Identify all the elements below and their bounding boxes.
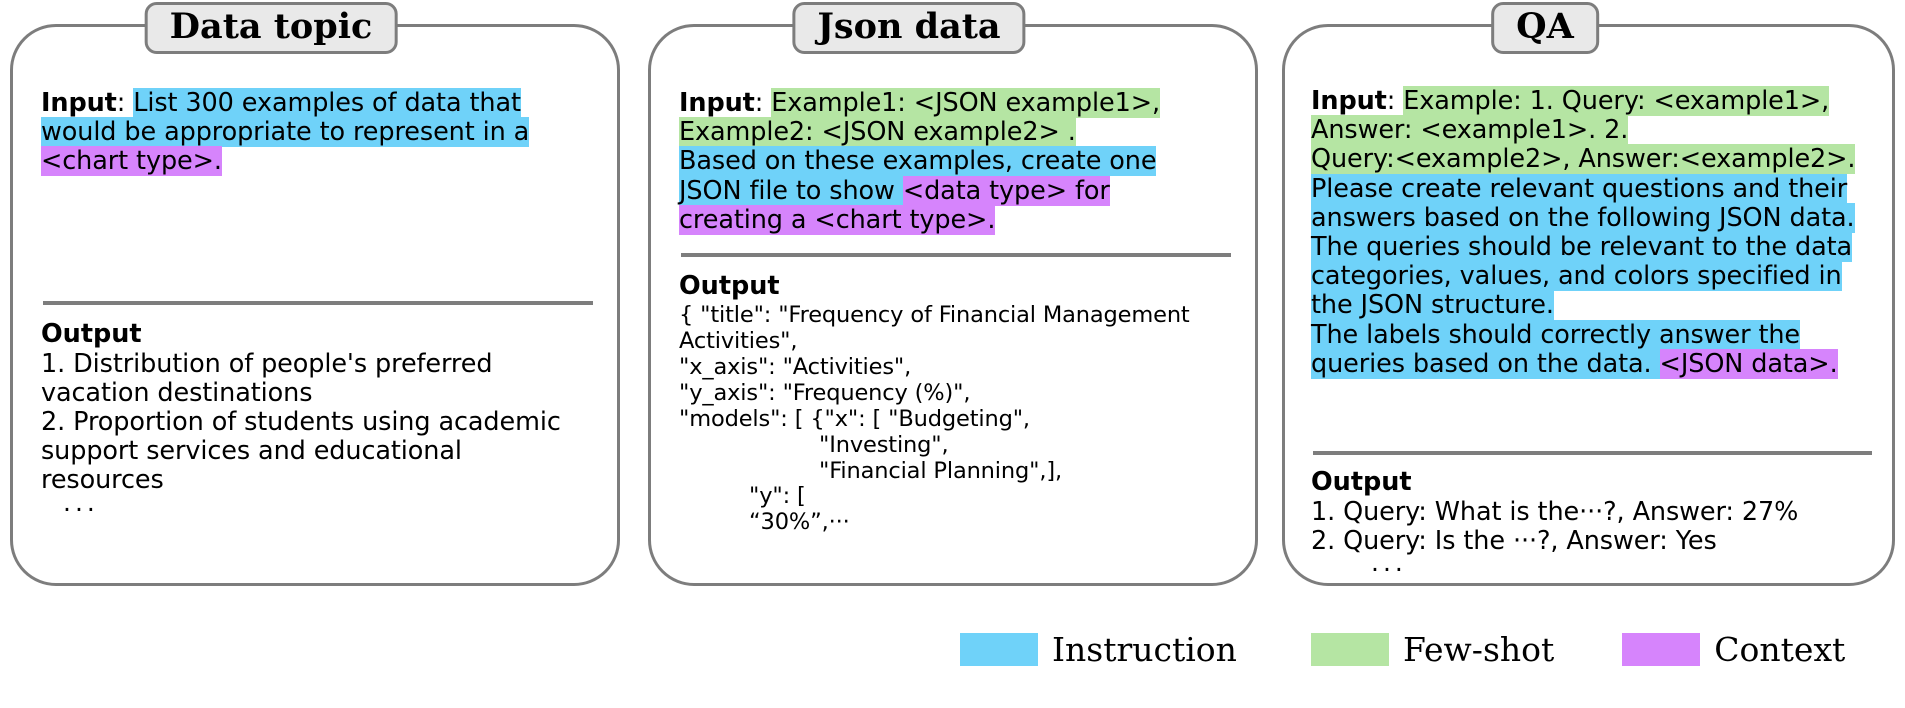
input-line: would be appropriate to represent in a (41, 117, 603, 148)
json-line: "Investing", (679, 431, 949, 458)
input-label: Input (41, 88, 117, 118)
legend-swatch-context (1622, 633, 1701, 666)
output-ellipsis-1: ··· (63, 494, 99, 524)
highlight-green: Example1: <JSON example1>, (771, 88, 1160, 118)
input-line: The queries should be relevant to the da… (1311, 231, 1884, 262)
panel-title-json-data: Json data (792, 2, 1026, 55)
panel-body-json-data: Input: Example1: <JSON example1>,Example… (651, 27, 1255, 583)
highlight-blue: Based on these examples, create one (679, 146, 1157, 177)
json-output-body: { "title": "Frequency of Financial Manag… (679, 302, 1243, 536)
input-line: Please create relevant questions and the… (1311, 173, 1884, 204)
highlight-blue: would be appropriate to represent in a (41, 117, 530, 148)
output-line: resources (41, 465, 164, 496)
highlight-green: Answer: <example1>. 2. (1311, 115, 1629, 146)
section-divider-1 (43, 301, 593, 305)
legend-label-few-shot: Few-shot (1402, 630, 1555, 669)
output-section-2: Output { "title": "Frequency of Financia… (679, 271, 1243, 535)
input-line: categories, values, and colors specified… (1311, 261, 1884, 292)
highlight-purple: <chart type>. (41, 146, 222, 177)
panel-title-data-topic: Data topic (144, 2, 398, 55)
output-line: vacation destinations (41, 377, 313, 408)
input-line: <chart type>. (41, 146, 603, 177)
highlight-blue: The labels should correctly answer the (1311, 319, 1801, 350)
output-section-1: Output 1. Distribution of people's prefe… (41, 319, 605, 524)
highlight-blue: queries based on the data. (1311, 348, 1660, 379)
input-line: Input: Example1: <JSON example1>, (679, 88, 1241, 118)
highlight-green: Query:<example2>, Answer:<example2>. (1311, 144, 1856, 175)
input-label: Input (679, 88, 755, 118)
highlight-green: Example: 1. Query: <example1>, (1403, 86, 1830, 116)
output-label-2: Output (679, 271, 780, 301)
input-line: Input: List 300 examples of data that (41, 88, 603, 118)
highlight-green: Example2: <JSON example2> . (679, 117, 1076, 148)
input-line: answers based on the following JSON data… (1311, 202, 1884, 233)
highlight-blue: categories, values, and colors specified… (1311, 261, 1842, 292)
json-line: "y": [ (679, 483, 806, 510)
input-line: queries based on the data. <JSON data>. (1311, 348, 1884, 379)
input-line: Input: Example: 1. Query: <example1>, (1311, 86, 1884, 116)
section-divider-3 (1313, 451, 1872, 455)
output-body-3: 1. Query: What is the···?, Answer: 27%2.… (1311, 496, 1884, 556)
input-line: Query:<example2>, Answer:<example2>. (1311, 144, 1884, 175)
panel-json-data: Json data Input: Example1: <JSON example… (648, 2, 1258, 586)
legend: Instruction Few-shot Context (960, 630, 1845, 669)
panel-title-qa: QA (1491, 2, 1599, 55)
panel-qa: QA Input: Example: 1. Query: <example1>,… (1282, 2, 1895, 586)
highlight-blue: Please create relevant questions and the… (1311, 173, 1848, 204)
json-line: “30%”,··· (679, 509, 850, 536)
highlight-blue: The queries should be relevant to the da… (1311, 231, 1853, 262)
json-line: "y_axis": "Frequency (%)", (679, 379, 971, 406)
plain-text: : (116, 88, 134, 118)
input-line: JSON file to show <data type> for (679, 175, 1241, 206)
legend-swatch-few-shot (1310, 633, 1389, 666)
input-label: Input (1311, 86, 1387, 116)
input-line: The labels should correctly answer the (1311, 319, 1884, 350)
highlight-blue: the JSON structure. (1311, 290, 1554, 321)
input-line: creating a <chart type>. (679, 204, 1241, 235)
plain-text: : (754, 88, 772, 118)
highlight-blue: JSON file to show (679, 175, 903, 206)
plain-text: : (1386, 86, 1404, 116)
output-section-3: Output 1. Query: What is the···?, Answer… (1311, 467, 1884, 585)
json-line: { "title": "Frequency of Financial Manag… (679, 301, 1190, 328)
input-line: the JSON structure. (1311, 290, 1884, 321)
highlight-purple: <data type> for (902, 175, 1110, 206)
input-line: Example2: <JSON example2> . (679, 117, 1241, 148)
output-ellipsis-3: ··· (1371, 554, 1407, 584)
panel-data-topic: Data topic Input: List 300 examples of d… (10, 2, 620, 586)
output-line: 2. Proportion of students using academic (41, 406, 561, 437)
output-line: 1. Query: What is the···?, Answer: 27% (1311, 496, 1799, 527)
output-line: 1. Distribution of people's preferred (41, 348, 493, 379)
section-divider-2 (681, 253, 1231, 257)
output-line: 2. Query: Is the ···?, Answer: Yes (1311, 525, 1717, 556)
json-line: Activities", (679, 327, 798, 354)
legend-label-context: Context (1714, 630, 1846, 669)
input-line: Answer: <example1>. 2. (1311, 115, 1884, 146)
json-line: "models": [ {"x": [ "Budgeting", (679, 405, 1030, 432)
legend-item-context: Context (1622, 630, 1845, 669)
highlight-purple: creating a <chart type>. (679, 204, 996, 235)
legend-item-instruction: Instruction (960, 630, 1237, 669)
highlight-blue: answers based on the following JSON data… (1311, 202, 1855, 233)
legend-label-instruction: Instruction (1052, 630, 1237, 669)
panel-body-qa: Input: Example: 1. Query: <example1>,Ans… (1285, 27, 1892, 585)
highlight-blue: List 300 examples of data that (133, 88, 521, 118)
input-section-3: Input: Example: 1. Query: <example1>,Ans… (1311, 86, 1884, 379)
json-line: "Financial Planning",], (679, 457, 1062, 484)
output-line: support services and educational (41, 436, 462, 467)
input-section-2: Input: Example1: <JSON example1>,Example… (679, 88, 1241, 235)
json-line: "x_axis": "Activities", (679, 353, 912, 380)
output-label-3: Output (1311, 467, 1412, 497)
legend-swatch-instruction (960, 633, 1038, 666)
output-label-1: Output (41, 319, 142, 349)
legend-item-few-shot: Few-shot (1310, 630, 1555, 669)
input-line: Based on these examples, create one (679, 146, 1241, 177)
highlight-purple: <JSON data>. (1659, 348, 1838, 379)
